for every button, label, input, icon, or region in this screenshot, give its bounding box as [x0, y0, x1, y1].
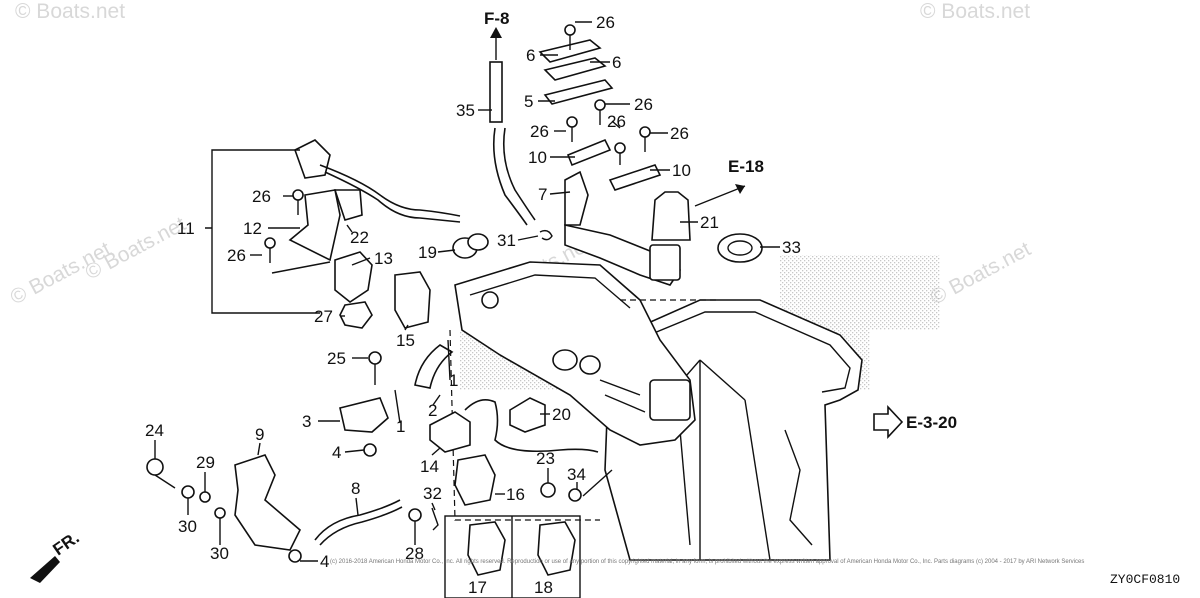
- cover-15: [394, 271, 431, 329]
- cap-19: [452, 233, 489, 259]
- callout-26-f: 26: [252, 187, 271, 206]
- bolts-26: [264, 99, 651, 263]
- cover-16: [454, 454, 496, 506]
- callout-13: 13: [374, 249, 393, 268]
- callout-25: 25: [327, 349, 346, 368]
- pin-32: [431, 507, 439, 531]
- bracket-12: [288, 189, 341, 262]
- callout-30-a: 30: [178, 517, 197, 536]
- shift-linkage-7: [564, 170, 691, 286]
- sensor-14: [429, 399, 599, 453]
- breather-hose-35: [489, 61, 536, 226]
- callout-3: 3: [302, 412, 311, 431]
- callout-16: 16: [506, 485, 525, 504]
- cover-13: [334, 251, 373, 303]
- callout-31: 31: [497, 231, 516, 250]
- callout-17: 17: [468, 578, 487, 597]
- callout-2: 2: [428, 401, 437, 420]
- rod-8: [314, 499, 401, 541]
- shift-lever-9: [234, 454, 301, 551]
- callout-26-e: 26: [670, 124, 689, 143]
- diagram-code: ZY0CF0810: [1110, 572, 1180, 587]
- callout-9: 9: [255, 425, 264, 444]
- callout-15: 15: [396, 331, 415, 350]
- callout-6-a: 6: [526, 46, 535, 65]
- callout-24: 24: [145, 421, 164, 440]
- ref-label-e320: E-3-20: [906, 413, 957, 432]
- ref-arrow-e320: [873, 404, 904, 440]
- callout-22: 22: [350, 228, 369, 247]
- callout-labels: 26 6 6 5 26 35 26 26 26 10 10 7 21 33 11…: [145, 13, 801, 597]
- ref-arrow-f8: [490, 27, 502, 60]
- washer-28: [408, 508, 422, 522]
- callout-20: 20: [552, 405, 571, 424]
- watermark-top-left: © Boats.net: [15, 0, 125, 23]
- callout-14: 14: [420, 457, 439, 476]
- callout-26-c: 26: [530, 122, 549, 141]
- callout-35: 35: [456, 101, 475, 120]
- callout-5: 5: [524, 92, 533, 111]
- callout-26-b: 26: [634, 95, 653, 114]
- callout-8: 8: [351, 479, 360, 498]
- switch-3: [339, 351, 389, 457]
- leader-lines: [154, 21, 780, 562]
- grommet-33: [717, 233, 763, 263]
- oil-pan-housing: [449, 261, 720, 521]
- grommet-33-inner: [727, 240, 753, 256]
- hose-2: [414, 344, 454, 389]
- callout-33: 33: [782, 238, 801, 257]
- front-arrow: [30, 556, 60, 583]
- callout-34: 34: [567, 465, 586, 484]
- callout-1-b: 1: [396, 417, 405, 436]
- bracket-plates: [538, 24, 614, 105]
- callout-26-d: 26: [607, 112, 626, 131]
- callout-10-a: 10: [528, 148, 547, 167]
- callout-10-b: 10: [672, 161, 691, 180]
- callout-6-b: 6: [612, 53, 621, 72]
- callout-18: 18: [534, 578, 553, 597]
- rod-8-edge: [319, 506, 403, 546]
- ref-arrow-e18: [694, 184, 746, 207]
- bracket-11-lines: [205, 149, 320, 314]
- callout-7: 7: [538, 185, 547, 204]
- callout-32: 32: [423, 484, 442, 503]
- callout-27: 27: [314, 307, 333, 326]
- plates-10: [566, 138, 662, 191]
- copyright-line: (c) 2016-2018 American Honda Motor Co., …: [330, 559, 1084, 565]
- callout-30-b: 30: [210, 544, 229, 563]
- clip-31: [539, 229, 553, 241]
- cover-17: [467, 521, 506, 576]
- ref-label-front: FR.: [49, 528, 82, 559]
- cover-18: [537, 521, 576, 576]
- callout-26-g: 26: [227, 246, 246, 265]
- callout-26-a: 26: [596, 13, 615, 32]
- sensor-harness-11: [294, 139, 461, 223]
- callout-1-a: 1: [449, 371, 458, 390]
- watermark-top-right: © Boats.net: [920, 0, 1030, 23]
- callout-4-a: 4: [332, 443, 341, 462]
- callout-28: 28: [405, 544, 424, 563]
- washer-34: [568, 488, 582, 502]
- ref-label-f8: F-8: [484, 9, 510, 28]
- callout-12: 12: [243, 219, 262, 238]
- bolt-23: [540, 482, 556, 498]
- callout-11: 11: [177, 219, 195, 238]
- callout-19: 19: [418, 243, 437, 262]
- callout-4-b: 4: [320, 552, 329, 571]
- fitting-20: [509, 397, 546, 433]
- callout-21: 21: [700, 213, 719, 232]
- watermark-right: © Boats.net: [927, 237, 1035, 309]
- nut-27: [339, 301, 373, 329]
- ref-label-e18: E-18: [728, 157, 764, 176]
- callout-23: 23: [536, 449, 555, 468]
- callout-29: 29: [196, 453, 215, 472]
